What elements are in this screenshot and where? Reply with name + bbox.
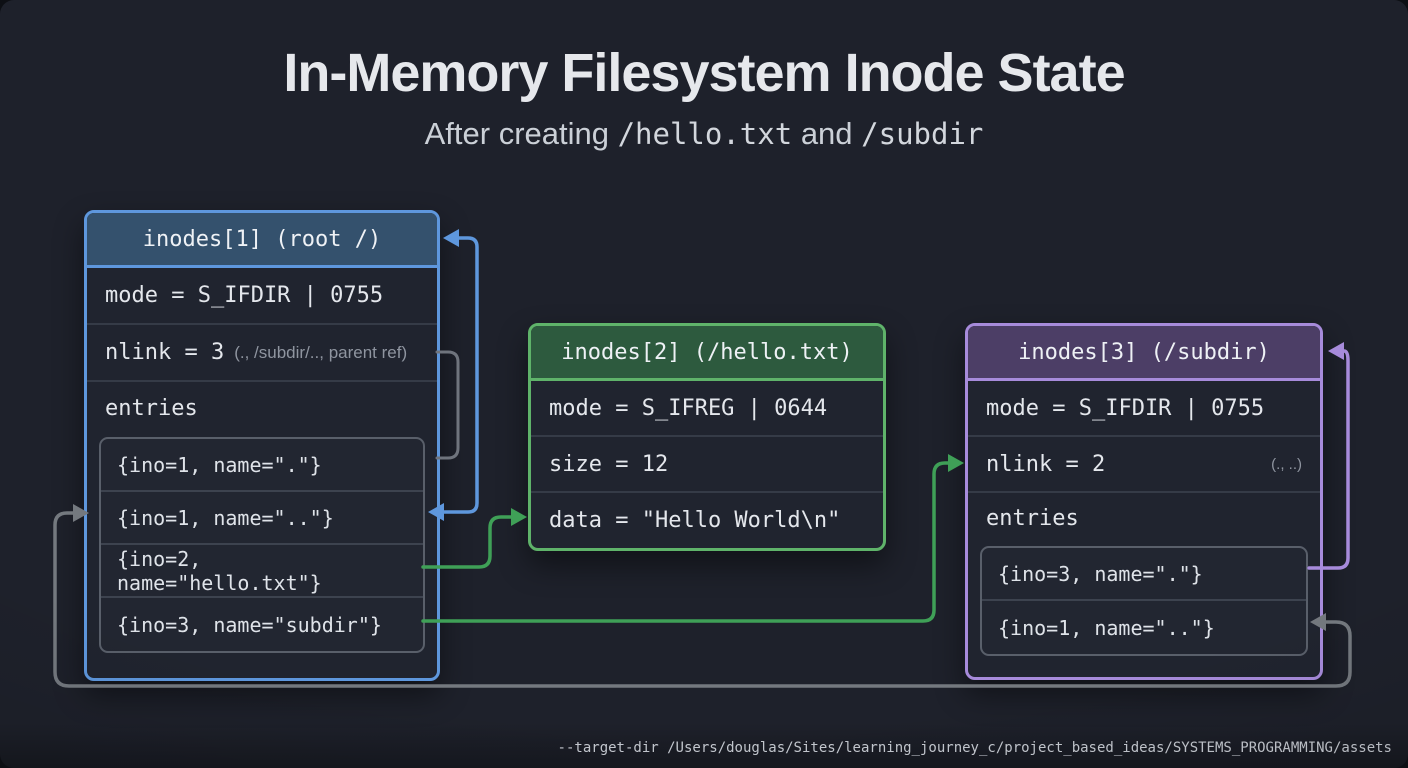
arrow-root-parent-ref-loop: [435, 350, 460, 460]
entry-row-hello-txt: {ino=2, name="hello.txt"}: [101, 545, 423, 598]
entries-label-text: entries: [105, 396, 198, 421]
inode-box-hello-txt: inodes[2] (/hello.txt) mode = S_IFREG | …: [528, 323, 886, 551]
field-nlink-text: nlink = 3: [105, 340, 225, 365]
inode-subdir-entries-label: entries: [968, 493, 1320, 544]
arrowhead-into-root-header: [443, 229, 459, 247]
page-subtitle: After creating /hello.txt and /subdir: [0, 116, 1408, 152]
inode-root-field-mode: mode = S_IFDIR | 0755: [87, 268, 437, 325]
inode-subdir-field-nlink: nlink = 2 (., ..): [968, 437, 1320, 493]
inode-root-field-nlink: nlink = 3 (., /subdir/.., parent ref): [87, 325, 437, 382]
inode-root-entries-label: entries: [87, 382, 437, 435]
field-nlink-note: (., /subdir/.., parent ref): [234, 342, 408, 362]
subtitle-path-hello: /hello.txt: [617, 117, 793, 151]
subtitle-text: After creating: [424, 116, 618, 151]
subtitle-and: and: [792, 116, 862, 151]
entry-row-dot: {ino=3, name="."}: [982, 548, 1306, 601]
field-mode-text: mode = S_IFDIR | 0755: [105, 283, 384, 308]
inode-hello-field-data: data = "Hello World\n": [531, 493, 883, 548]
field-nlink-note: (., ..): [1271, 455, 1302, 473]
page-title: In-Memory Filesystem Inode State: [283, 43, 1125, 103]
inode-subdir-entries-list: {ino=3, name="."} {ino=1, name=".."}: [980, 546, 1308, 656]
inode-root-entries-list: {ino=1, name="."} {ino=1, name=".."} {in…: [99, 437, 425, 653]
field-mode-text: mode = S_IFREG | 0644: [549, 395, 828, 421]
target-dir-caption: --target-dir /Users/douglas/Sites/learni…: [557, 740, 1392, 756]
field-mode-text: mode = S_IFDIR | 0755: [986, 395, 1265, 421]
field-data-text: data = "Hello World\n": [549, 508, 841, 533]
inode-box-root: inodes[1] (root /) mode = S_IFDIR | 0755…: [84, 210, 440, 681]
bottom-shade: [0, 722, 1408, 768]
field-nlink-text: nlink = 2: [986, 451, 1106, 477]
inode-subdir-field-mode: mode = S_IFDIR | 0755: [968, 381, 1320, 437]
inode-hello-field-mode: mode = S_IFREG | 0644: [531, 381, 883, 437]
arrowhead-into-subdir-header: [1328, 342, 1344, 360]
entry-row-dot: {ino=1, name="."}: [101, 439, 423, 492]
arrowhead-into-inode2: [511, 508, 527, 526]
arrowhead-into-inode3: [948, 454, 964, 472]
inode-subdir-header: inodes[3] (/subdir): [968, 326, 1320, 381]
inode-root-header: inodes[1] (root /): [87, 213, 437, 268]
entry-row-dotdot: {ino=1, name=".."}: [998, 615, 1215, 640]
entry-row-subdir: {ino=3, name="subdir"}: [117, 612, 382, 637]
inode-hello-field-size: size = 12: [531, 437, 883, 493]
field-size-text: size = 12: [549, 451, 669, 477]
subtitle-path-subdir: /subdir: [861, 117, 984, 151]
entry-row-dotdot: {ino=1, name=".."}: [101, 492, 423, 545]
inode-hello-header: inodes[2] (/hello.txt): [531, 326, 883, 381]
inode-box-subdir: inodes[3] (/subdir) mode = S_IFDIR | 075…: [965, 323, 1323, 680]
entries-label-text: entries: [986, 506, 1079, 531]
